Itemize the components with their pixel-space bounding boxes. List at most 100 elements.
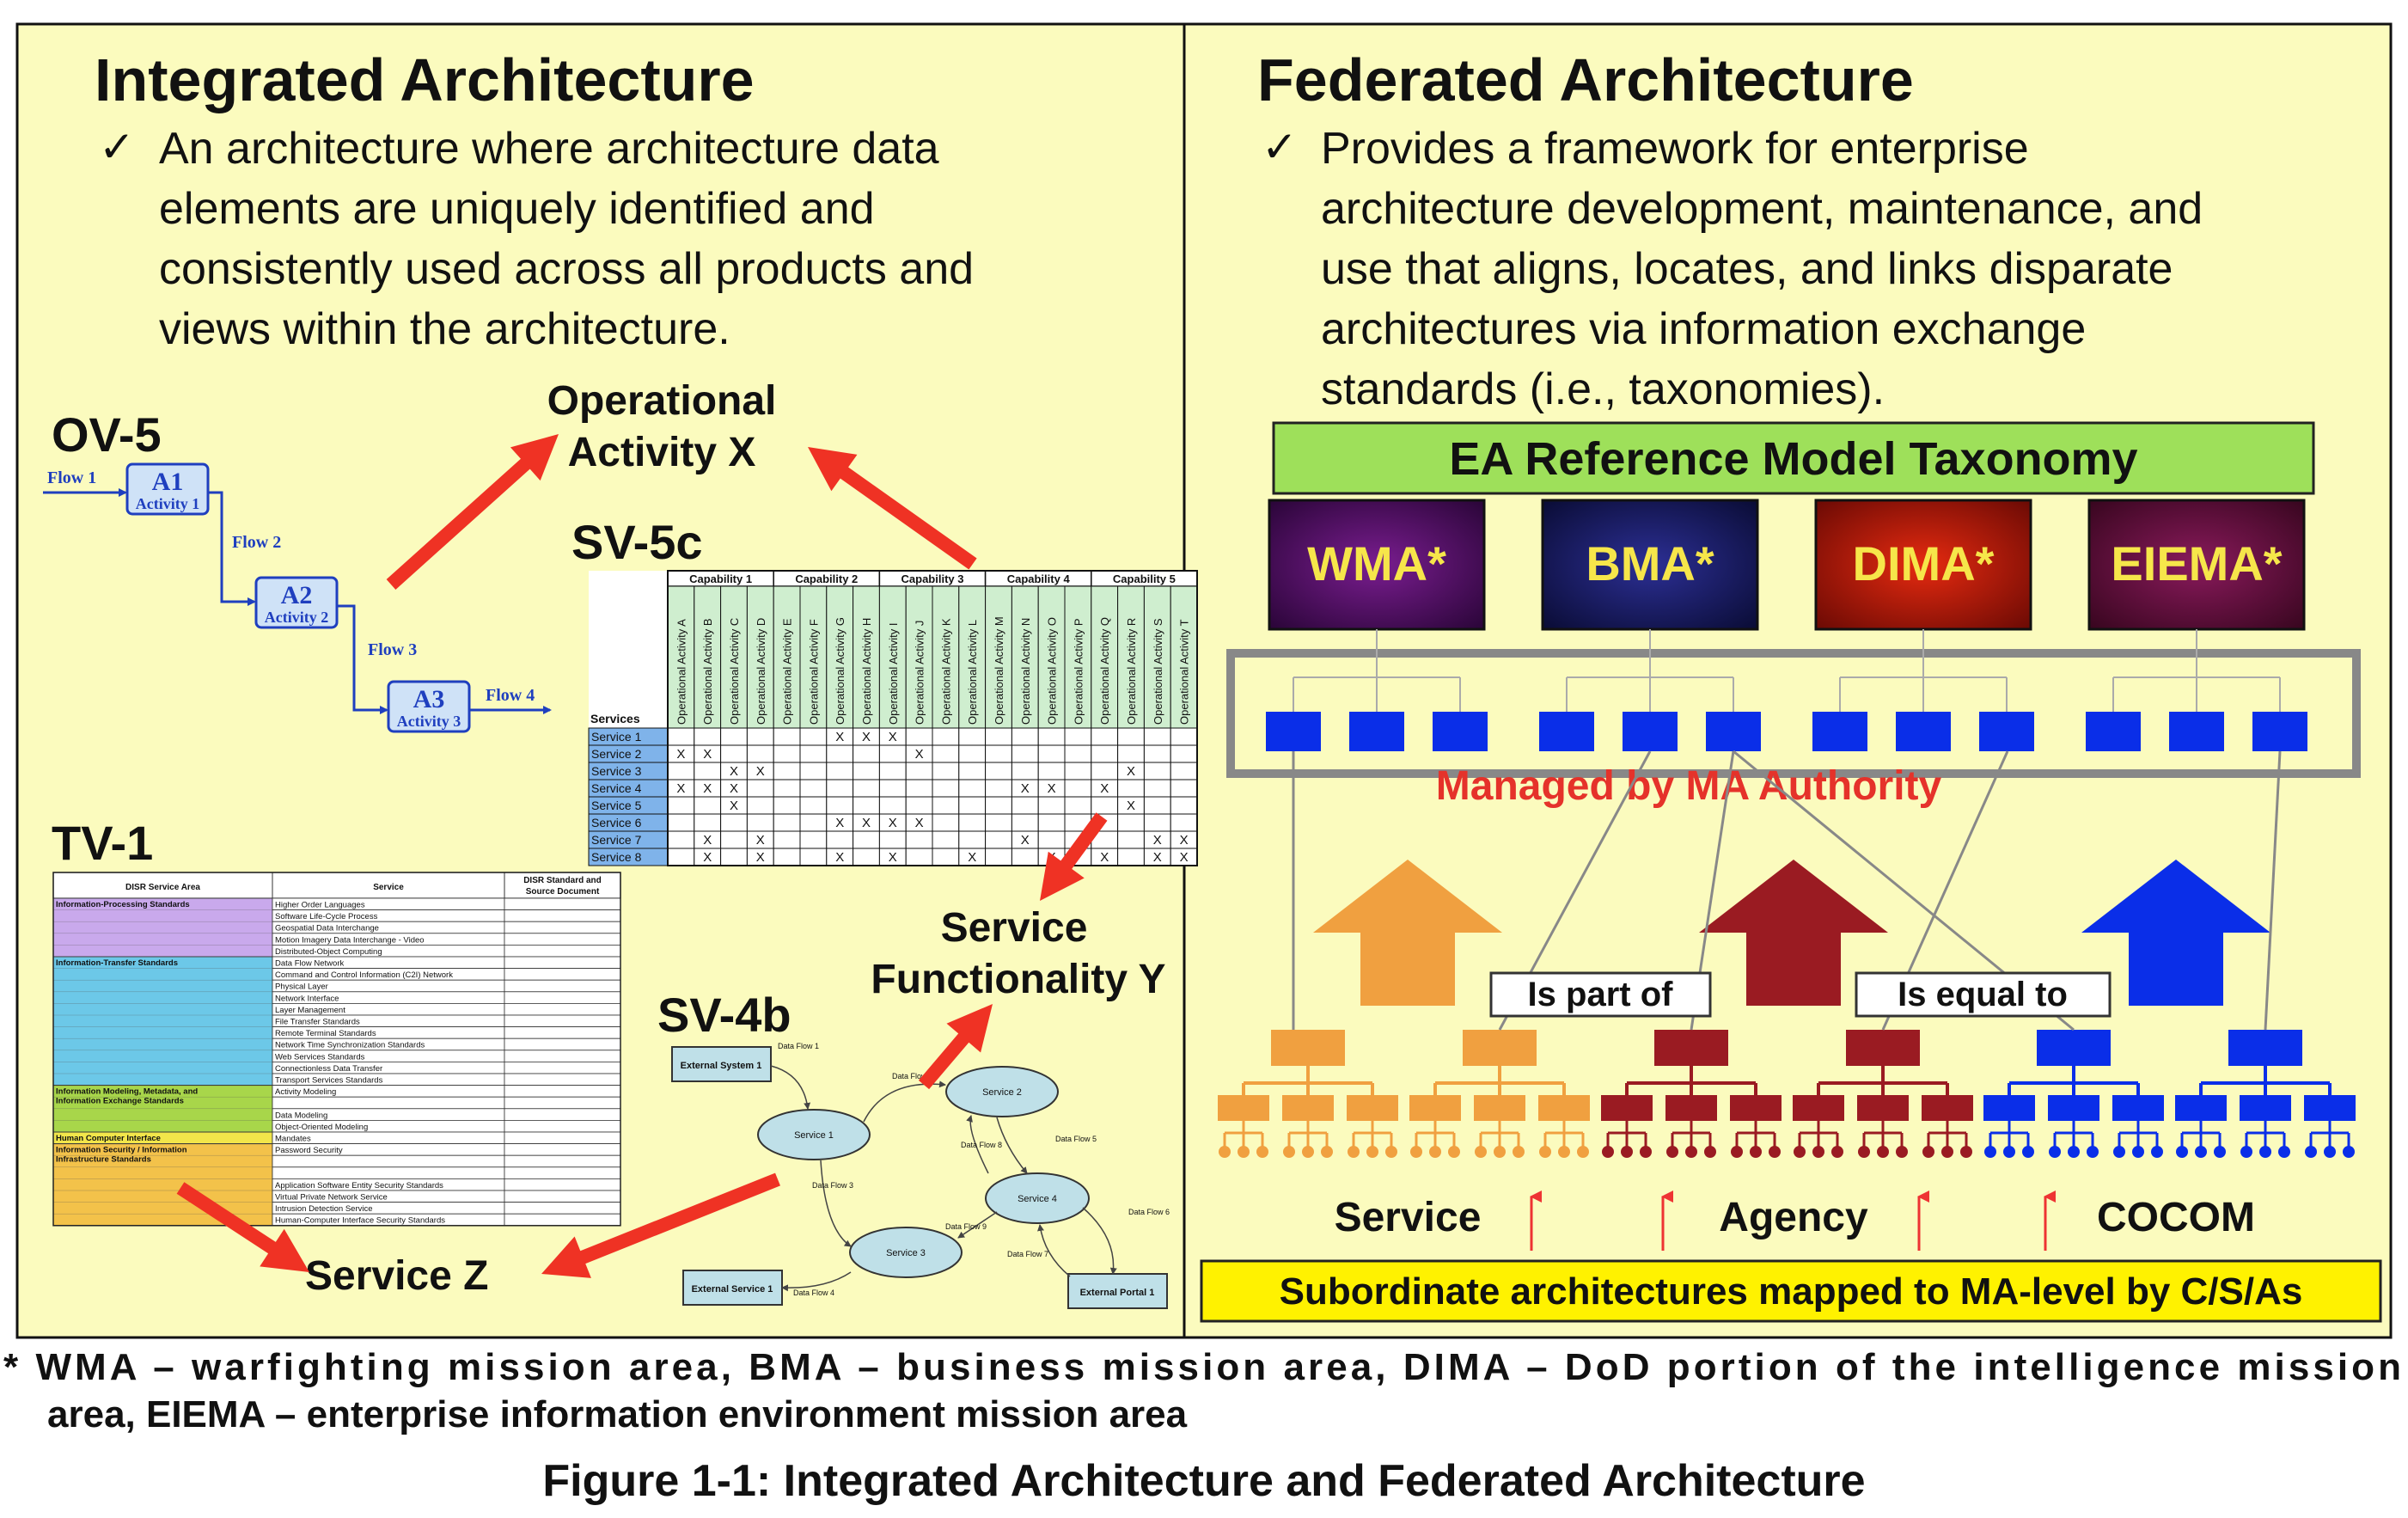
sv5c-label: SV-5c <box>571 515 703 569</box>
sv4b-flow-label: Data Flow 6 <box>1128 1208 1170 1216</box>
managed-by-label: Managed by MA Authority <box>1436 763 1942 809</box>
tv1-area-cell <box>52 897 273 958</box>
integrated-desc-line: consistently used across all products an… <box>159 244 974 294</box>
footnote-line: * WMA – warfighting mission area, BMA – … <box>3 1346 2401 1388</box>
sub-child-node <box>1730 1095 1782 1121</box>
ma-node <box>1539 712 1594 751</box>
sv5c-grid-cell <box>1064 762 1092 780</box>
sub-child-node <box>2112 1095 2164 1121</box>
sub-leaf-node <box>1321 1146 1333 1158</box>
tv1-standard-cell <box>504 1073 621 1086</box>
sv5c-grid-cell <box>799 779 828 798</box>
ov5-activity-code: A3 <box>413 685 445 713</box>
sv5c-activity-label: Operational Activity A <box>675 619 688 725</box>
sv5c-service-label: Service 2 <box>591 747 642 761</box>
sv5c-grid-cell <box>878 744 907 763</box>
tv1-service-label: Geospatial Data Interchange <box>275 924 379 933</box>
tv1-header: Service <box>373 883 404 892</box>
sub-leaf-node <box>1769 1146 1781 1158</box>
sv5c-grid-cell <box>932 727 960 746</box>
sv5c-mark: X <box>1127 799 1135 813</box>
federated-desc-line: architecture development, maintenance, a… <box>1321 184 2203 234</box>
sub-leaf-node <box>1577 1146 1589 1158</box>
sv5c-grid-cell <box>905 848 933 866</box>
sub-leaf-node <box>1366 1146 1378 1158</box>
sub-leaf-node <box>1410 1146 1422 1158</box>
ov5-flow-label: Flow 2 <box>232 533 281 552</box>
tv1-standard-cell <box>504 956 621 970</box>
sv5c-mark: X <box>756 850 765 865</box>
sub-leaf-node <box>1513 1146 1525 1158</box>
sv5c-grid-cell <box>826 779 854 798</box>
sv5c-service-label: Service 1 <box>591 730 642 744</box>
footnote-line: area, EIEMA – enterprise information env… <box>47 1393 1188 1435</box>
sv5c-grid-cell <box>853 762 880 780</box>
sv5c-grid-cell <box>799 848 828 866</box>
sv5c-activity-cell <box>1170 585 1198 729</box>
sv5c-activity-cell <box>746 585 774 729</box>
sub-child-node <box>1922 1095 1973 1121</box>
sub-leaf-node <box>1385 1146 1397 1158</box>
sv5c-grid-cell <box>1037 830 1066 849</box>
red-arrow <box>386 434 559 590</box>
sv5c-grid-cell <box>1143 779 1171 798</box>
sv5c-mark: X <box>756 764 765 779</box>
sv4b-node-label: External System 1 <box>681 1061 762 1071</box>
sv5c-activity-cell <box>905 585 933 729</box>
red-arrow <box>808 447 977 570</box>
sub-leaf-node <box>2151 1146 2163 1158</box>
tv1-area-label: Information Modeling, Metadata, and <box>56 1087 198 1097</box>
mission-area-label: WMA* <box>1307 536 1446 591</box>
sub-leaf-node <box>2195 1146 2207 1158</box>
ma-node <box>2086 712 2141 751</box>
sv5c-grid-cell <box>1011 744 1039 763</box>
sv5c-grid-cell <box>853 796 880 815</box>
sv5c-grid-cell <box>720 744 748 763</box>
sv5c-mark: X <box>730 799 738 813</box>
sub-child-node <box>1474 1095 1525 1121</box>
sv5c-grid-cell <box>799 762 828 780</box>
red-arrow <box>918 1004 993 1090</box>
sv5c-grid-cell <box>1117 813 1145 832</box>
red-arrows <box>176 434 1108 1278</box>
red-arrow <box>1040 812 1108 901</box>
sv5c-capability-label: Capability 4 <box>1007 572 1071 585</box>
sv5c-grid-cell <box>958 830 987 849</box>
sv5c-mark: X <box>730 781 738 796</box>
federated-desc-line: architectures via information exchange <box>1321 304 2086 354</box>
sv5c-grid-cell <box>799 727 828 746</box>
sv5c-mark: X <box>835 730 844 744</box>
sv5c-grid-cell <box>773 762 801 780</box>
sv4b-node <box>849 1227 963 1278</box>
sv5c-activity-cell <box>773 585 801 729</box>
sv4b-node-label: Service 2 <box>982 1087 1022 1098</box>
sv5c-service-label: Service 7 <box>591 833 642 847</box>
sub-leaf-node <box>1922 1146 1934 1158</box>
sv5c-mark: X <box>889 816 897 830</box>
sv5c-mark: X <box>1180 833 1189 848</box>
sv5c-grid-cell <box>1064 744 1092 763</box>
tv1-service-label: Network Time Synchronization Standards <box>275 1041 425 1050</box>
sv5c-grid-cell <box>958 762 987 780</box>
sub-leaf-node <box>1877 1146 1889 1158</box>
sub-root-node <box>2037 1030 2111 1066</box>
tv1-standard-cell <box>504 1166 621 1179</box>
sub-leaf-node <box>1812 1146 1824 1158</box>
sv5c-activity-label: Operational Activity D <box>755 618 767 725</box>
sv5c-activity-cell <box>932 585 960 729</box>
sv5c-grid-cell <box>1011 762 1039 780</box>
sv5c-grid-cell <box>905 830 933 849</box>
sv5c-activity-label: Operational Activity O <box>1046 617 1059 725</box>
sv5c-grid-cell <box>773 727 801 746</box>
sv5c-activity-label: Operational Activity R <box>1125 618 1138 725</box>
sub-child-node <box>1793 1095 1844 1121</box>
sub-child-node <box>2048 1095 2099 1121</box>
sub-child-node <box>1218 1095 1269 1121</box>
tv1-service-label: Physical Layer <box>275 982 328 992</box>
federated-desc-line: Provides a framework for enterprise <box>1321 124 2029 174</box>
sv5c-grid-cell <box>985 762 1012 780</box>
sv5c-grid-cell <box>667 796 695 815</box>
sv5c-mark: X <box>889 850 897 865</box>
sv5c-mark: X <box>756 833 765 848</box>
sv5c-mark: X <box>703 850 712 865</box>
